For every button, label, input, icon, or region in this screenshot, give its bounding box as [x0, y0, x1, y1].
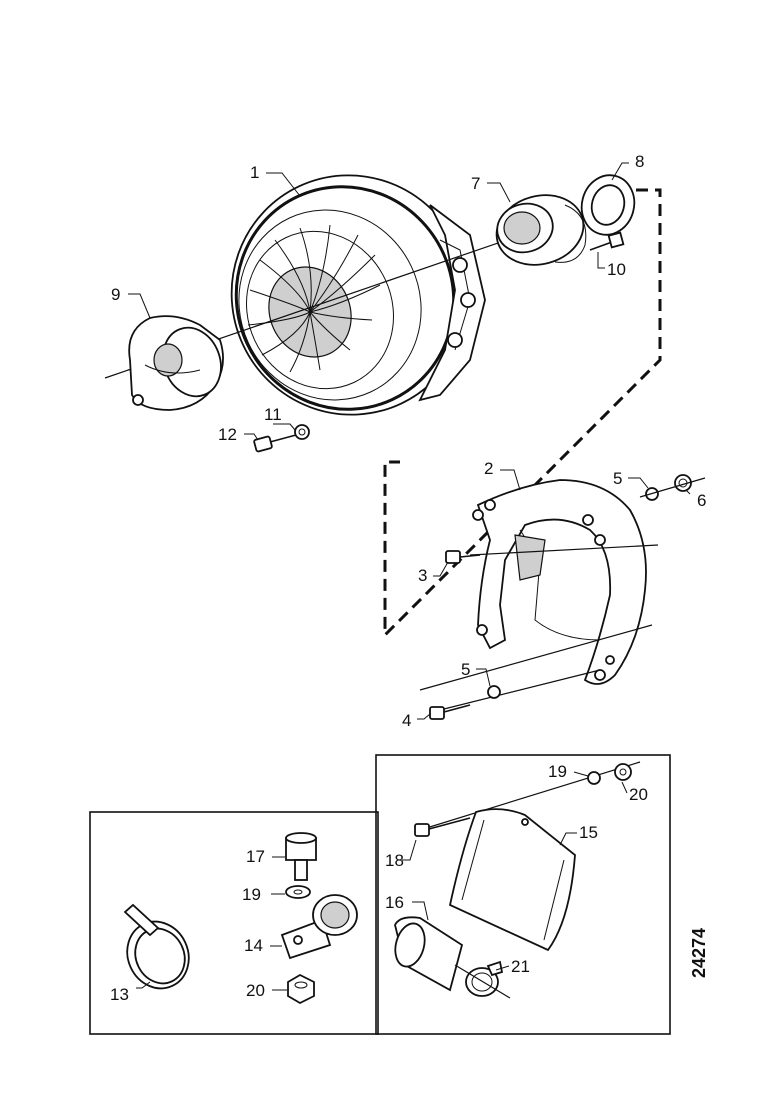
- part-21-clamp: [465, 960, 504, 997]
- callout-8: 8: [635, 152, 644, 171]
- callout-16: 16: [385, 893, 404, 912]
- part-17-bolt: [285, 832, 317, 881]
- part-12-bolt: [253, 434, 297, 453]
- callout-18: 18: [385, 851, 404, 870]
- callout-13: 13: [110, 985, 129, 1004]
- callout-20-right: 20: [629, 785, 648, 804]
- part-8-ring: [580, 174, 636, 236]
- callout-12: 12: [218, 425, 237, 444]
- part-20-nut: [287, 973, 315, 1005]
- callout-10: 10: [607, 260, 626, 279]
- part-2-bracket: [472, 479, 647, 685]
- callout-2: 2: [484, 459, 493, 478]
- callout-19-left: 19: [242, 885, 261, 904]
- callout-17: 17: [246, 847, 265, 866]
- callout-1: 1: [250, 163, 259, 182]
- part-19-washer-right: [587, 771, 601, 785]
- part-4-bolt: [429, 704, 471, 720]
- leader-lines: [128, 162, 691, 991]
- part-10-bolt: [589, 231, 625, 251]
- callout-20-left: 20: [246, 981, 265, 1000]
- callout-5-bottom: 5: [461, 660, 470, 679]
- part-9-cover: [128, 315, 224, 411]
- callout-15: 15: [579, 823, 598, 842]
- part-16-sleeve: [394, 916, 464, 992]
- callout-5-top: 5: [613, 469, 622, 488]
- part-19-washer: [285, 885, 311, 899]
- part-15-heat-shield: [448, 808, 576, 952]
- callout-11: 11: [264, 405, 282, 424]
- part-7-bearing: [495, 194, 587, 266]
- callout-14: 14: [244, 936, 263, 955]
- callout-9: 9: [111, 285, 120, 304]
- part-18-bolt: [414, 817, 471, 837]
- part-13-hose-clamp: [123, 903, 190, 990]
- figure-number: 24274: [689, 928, 709, 978]
- callout-19-right: 19: [548, 762, 567, 781]
- part-14-clip: [280, 894, 358, 960]
- detail-box-left: [89, 811, 379, 1035]
- callout-4: 4: [402, 711, 411, 730]
- callout-3: 3: [418, 566, 427, 585]
- part-11-washer: [294, 424, 310, 440]
- callout-7: 7: [471, 174, 480, 193]
- callout-labels: 1 2 3 4 5 5 6 7 8 9 10 11 12 13 14 15 16…: [110, 152, 706, 1004]
- callout-6: 6: [697, 491, 706, 510]
- callout-21: 21: [511, 957, 530, 976]
- part-1-housing: [230, 174, 486, 416]
- part-3-bolt: [445, 550, 481, 564]
- part-20-nut-right: [614, 763, 632, 781]
- detail-box-right: [375, 754, 671, 1035]
